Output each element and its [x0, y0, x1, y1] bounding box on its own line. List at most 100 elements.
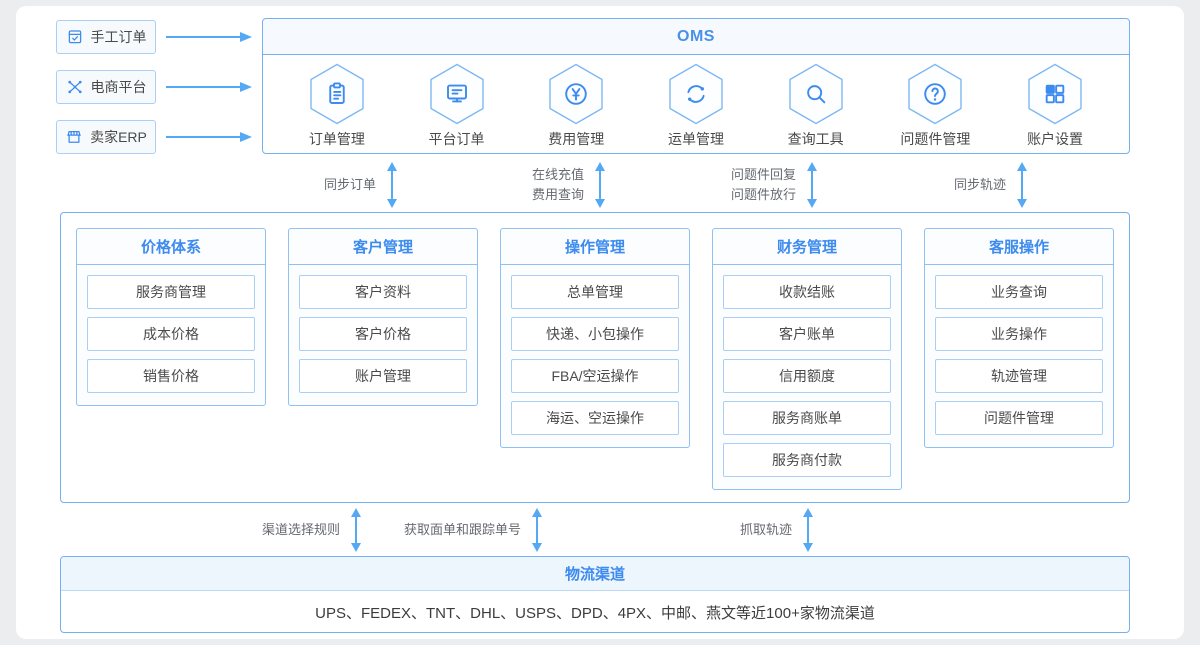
oms-title: OMS: [263, 19, 1129, 55]
oms-box: OMS 订单管理 平台订单: [262, 18, 1130, 154]
source-label: 卖家ERP: [90, 129, 147, 145]
feature-item: 成本价格: [87, 317, 255, 351]
link-label: 渠道选择规则: [261, 521, 340, 537]
double-arrow-vertical: [803, 508, 813, 552]
oms-module-fee-management: 费用管理: [524, 63, 628, 149]
oms-module-label: 费用管理: [548, 131, 605, 147]
hexagon: [906, 63, 964, 125]
double-arrow-vertical: [532, 508, 542, 552]
feature-item: 轨迹管理: [935, 359, 1103, 393]
feature-item: 快递、小包操作: [511, 317, 679, 351]
feature-item: 账户管理: [299, 359, 467, 393]
network-nodes-icon: [67, 80, 82, 94]
feature-item: 收款结账: [723, 275, 891, 309]
source-label: 手工订单: [90, 29, 147, 45]
column-items: 业务查询 业务操作 轨迹管理 问题件管理: [925, 265, 1113, 447]
column-items: 总单管理 快递、小包操作 FBA/空运操作 海运、空运操作: [501, 265, 689, 447]
link-label: 同步订单: [323, 176, 376, 192]
link-fetch-tracking: 抓取轨迹: [740, 508, 815, 552]
storefront-icon: [67, 130, 81, 143]
column-items: 收款结账 客户账单 信用额度 服务商账单 服务商付款: [713, 265, 901, 489]
logistics-providers: UPS、FEDEX、TNT、DHL、USPS、DPD、4PX、中邮、燕文等近10…: [315, 604, 875, 622]
link-label: 获取面单和跟踪单号: [403, 521, 521, 537]
hexagon: [1026, 63, 1084, 125]
hexagon: [428, 63, 486, 125]
link-problem-reply-release: 问题件回复问题件放行: [731, 162, 819, 208]
column-items: 客户资料 客户价格 账户管理: [289, 265, 477, 405]
column-finance-management: 财务管理 收款结账 客户账单 信用额度 服务商账单 服务商付款: [712, 228, 902, 490]
link-sync-tracking: 同步轨迹: [954, 162, 1029, 208]
oms-module-label: 订单管理: [308, 131, 365, 147]
oms-modules: 订单管理 平台订单 费用管理: [263, 55, 1129, 149]
feature-item: 信用额度: [723, 359, 891, 393]
arrow-erp-to-oms: [166, 132, 252, 142]
column-title: 客户管理: [289, 229, 477, 265]
clipboard-icon: [329, 82, 345, 104]
source-ecommerce-platform: 电商平台: [56, 70, 156, 104]
link-label: 费用查询: [531, 187, 584, 202]
oms-module-label: 账户设置: [1027, 131, 1084, 147]
source-label: 电商平台: [90, 79, 147, 95]
feature-item: 业务操作: [935, 317, 1103, 351]
feature-item: 问题件管理: [935, 401, 1103, 435]
source-manual-order: 手工订单: [56, 20, 156, 54]
feature-item: 服务商账单: [723, 401, 891, 435]
arrow-manual-to-oms: [166, 32, 252, 42]
column-pricing-system: 价格体系 服务商管理 成本价格 销售价格: [76, 228, 266, 406]
column-title: 客服操作: [925, 229, 1113, 265]
link-label: 问题件放行: [730, 187, 796, 202]
column-title: 操作管理: [501, 229, 689, 265]
column-title: 价格体系: [77, 229, 265, 265]
feature-item: 服务商管理: [87, 275, 255, 309]
oms-module-label: 查询工具: [787, 131, 844, 147]
oms-module-label: 问题件管理: [900, 131, 971, 147]
double-arrow-vertical: [807, 162, 817, 208]
link-channel-selection-rules: 渠道选择规则: [262, 508, 363, 552]
oms-module-label: 平台订单: [428, 131, 485, 147]
column-items: 服务商管理 成本价格 销售价格: [77, 265, 265, 405]
search-icon: [806, 85, 825, 104]
link-label: 在线充值: [531, 166, 584, 182]
link-label: 同步轨迹: [953, 176, 1006, 192]
link-recharge-fee-query: 在线充值费用查询: [532, 162, 607, 208]
platform-box: 价格体系 服务商管理 成本价格 销售价格 客户管理 客户资料 客户价格 账户管理…: [60, 212, 1130, 503]
sync-icon: [687, 85, 705, 103]
double-arrow-vertical: [595, 162, 605, 208]
double-arrow-vertical: [1017, 162, 1027, 208]
oms-module-order-management: 订单管理: [285, 63, 389, 149]
hexagon: [787, 63, 845, 125]
column-operation-management: 操作管理 总单管理 快递、小包操作 FBA/空运操作 海运、空运操作: [500, 228, 690, 448]
arrow-platform-to-oms: [166, 82, 252, 92]
link-sync-orders: 同步订单: [324, 162, 399, 208]
oms-module-waybill-management: 运单管理: [644, 63, 748, 149]
column-title: 财务管理: [713, 229, 901, 265]
feature-item: 服务商付款: [723, 443, 891, 477]
column-customer-service: 客服操作 业务查询 业务操作 轨迹管理 问题件管理: [924, 228, 1114, 448]
feature-item: 业务查询: [935, 275, 1103, 309]
source-seller-erp: 卖家ERP: [56, 120, 156, 154]
feature-item: 销售价格: [87, 359, 255, 393]
logistics-box: 物流渠道 UPS、FEDEX、TNT、DHL、USPS、DPD、4PX、中邮、燕…: [60, 556, 1130, 633]
feature-item: 客户账单: [723, 317, 891, 351]
column-customer-management: 客户管理 客户资料 客户价格 账户管理: [288, 228, 478, 406]
hexagon: [667, 63, 725, 125]
logistics-title: 物流渠道: [61, 557, 1129, 591]
double-arrow-vertical: [351, 508, 361, 552]
double-arrow-vertical: [387, 162, 397, 208]
monitor-icon: [446, 84, 467, 103]
link-label: 抓取轨迹: [739, 521, 792, 537]
link-label: 问题件回复: [730, 166, 796, 182]
question-circle-icon: [924, 83, 947, 105]
hexagon: [547, 63, 605, 125]
oms-module-platform-orders: 平台订单: [405, 63, 509, 149]
yen-circle-icon: [565, 83, 587, 105]
hexagon: [308, 63, 366, 125]
feature-item: 海运、空运操作: [511, 401, 679, 435]
oms-module-problem-parcels: 问题件管理: [883, 63, 987, 149]
oms-module-query-tools: 查询工具: [764, 63, 868, 149]
feature-item: 客户价格: [299, 317, 467, 351]
calendar-check-icon: [68, 30, 81, 44]
oms-module-label: 运单管理: [667, 131, 724, 147]
feature-item: 客户资料: [299, 275, 467, 309]
